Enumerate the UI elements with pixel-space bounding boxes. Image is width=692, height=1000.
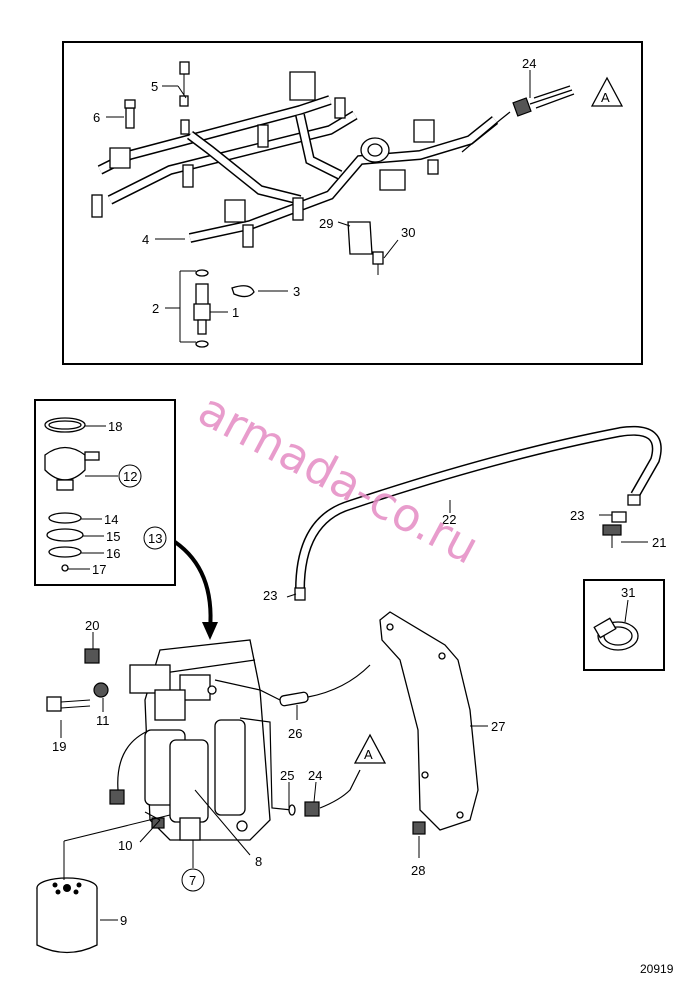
callout-26: 26 [288,726,302,741]
lower-leader-lines [60,500,648,921]
fuel-pump-module [109,639,271,841]
callout-11: 11 [96,713,110,728]
fuel-line-24-lower: A [239,717,387,817]
module-fasteners [46,648,109,712]
callout-24-bottom: 24 [308,768,322,783]
callout-12: 12 [123,469,137,484]
callout-4: 4 [142,232,149,247]
callout-13: 13 [148,531,162,546]
clamp-inset-frame [583,579,665,671]
fuel-rail-assembly: A [91,61,624,348]
callout-19: 19 [52,739,66,754]
filter-head-inset-frame [34,399,176,586]
callout-2: 2 [152,301,159,316]
fuel-line-26 [214,664,371,707]
callout-27: 27 [491,719,505,734]
callout-24-top: 24 [522,56,536,71]
callout-20: 20 [85,618,99,633]
callout-6: 6 [93,110,100,125]
fuel-rail-frame [62,41,643,365]
callout-17: 17 [92,562,106,577]
callout-7-circle [181,868,205,892]
callout-30: 30 [401,225,415,240]
callout-13-circle [143,526,167,550]
callout-25: 25 [280,768,294,783]
callout-labels: 5 6 4 2 3 1 24 29 30 18 12 14 15 16 17 1… [52,56,666,928]
filter-head-inset-parts [44,417,100,572]
callout-31: 31 [621,585,635,600]
callout-9: 9 [120,913,127,928]
inset-leader-lines [68,425,118,570]
callout-3: 3 [293,284,300,299]
callout-8: 8 [255,854,262,869]
reference-marker-a-bottom-label: A [364,747,373,762]
callout-21: 21 [652,535,666,550]
reference-marker-a-top [590,76,624,107]
callout-14: 14 [104,512,118,527]
callout-10: 10 [118,838,132,853]
hose-clamp-31 [593,617,639,651]
reference-marker-a-top-label: A [601,90,610,105]
callout-23-right: 23 [570,508,584,523]
fuel-hose-22 [294,425,662,601]
callout-22: 22 [442,512,456,527]
mounting-bracket-27 [379,611,479,835]
top-leader-lines [106,70,531,343]
callout-29: 29 [319,216,333,231]
callout-5: 5 [151,79,158,94]
callout-12-circle [118,464,142,488]
callout-7: 7 [189,873,196,888]
callout-1: 1 [232,305,239,320]
callout-28: 28 [411,863,425,878]
reference-marker-a-bottom [353,733,387,764]
callout-16: 16 [106,546,120,561]
callout-23-left: 23 [263,588,277,603]
figure-number: 20919 [640,962,674,976]
assembly-pointer-arrow [173,540,213,631]
fuel-filter [36,877,98,954]
callout-18: 18 [108,419,122,434]
callout-15: 15 [106,529,120,544]
